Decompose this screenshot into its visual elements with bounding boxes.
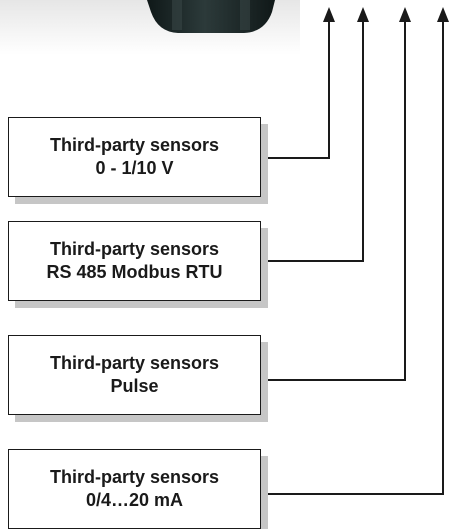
sensor-spec: 0/4…20 mA	[85, 490, 184, 510]
arrowhead-up-icon	[437, 7, 449, 22]
sensor-title: Third-party sensors	[49, 135, 220, 155]
sensor-box-pulse: Third-party sensors Pulse	[8, 335, 261, 415]
sensor-spec: RS 485 Modbus RTU	[46, 262, 223, 282]
sensor-title: Third-party sensors	[49, 239, 220, 259]
sensor-box-modbus: Third-party sensors RS 485 Modbus RTU	[8, 221, 261, 301]
device-base-icon	[147, 0, 275, 33]
arrowhead-up-icon	[357, 7, 369, 22]
connector-line-1	[261, 7, 335, 159]
connector-line-2	[261, 7, 369, 262]
arrowhead-up-icon	[399, 7, 411, 22]
sensor-box-current: Third-party sensors 0/4…20 mA	[8, 449, 261, 529]
sensor-box-voltage: Third-party sensors 0 - 1/10 V	[8, 117, 261, 197]
connector-line-4	[261, 7, 449, 495]
sensor-title: Third-party sensors	[49, 353, 220, 373]
connector-line-3	[261, 7, 411, 381]
sensor-spec: Pulse	[110, 376, 159, 396]
sensor-spec: 0 - 1/10 V	[95, 158, 174, 178]
sensor-title: Third-party sensors	[49, 467, 220, 487]
arrowhead-up-icon	[323, 7, 335, 22]
